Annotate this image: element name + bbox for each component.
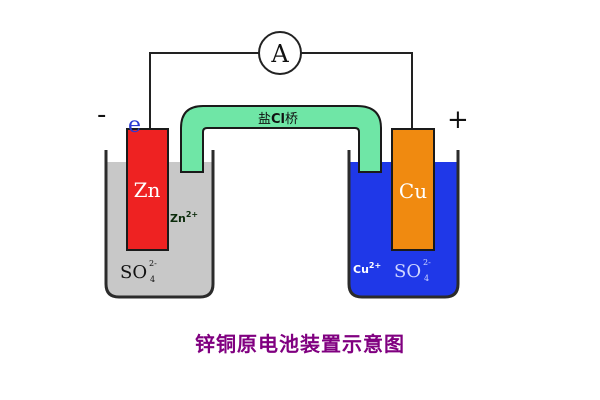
- negative-sign: -: [97, 100, 106, 130]
- left-sulfate-sup: 2-: [149, 259, 157, 268]
- left-sulfate-symbol: SO: [120, 262, 147, 283]
- copper-electrode-label: Cu: [399, 179, 427, 203]
- ammeter-label: A: [270, 40, 289, 68]
- left-sulfate-sub: 4: [150, 275, 155, 284]
- zinc-ion-charge: 2+: [186, 210, 198, 219]
- left-sulfate-label: SO: [120, 262, 147, 283]
- zinc-electrode-label: Zn: [134, 178, 161, 202]
- right-beaker: [347, 150, 460, 299]
- zinc-electrode: [126, 128, 169, 251]
- salt-bridge-label-suffix: 桥: [285, 112, 298, 127]
- copper-ion-charge: 2+: [369, 261, 381, 270]
- diagram-caption: 锌铜原电池装置示意图: [195, 332, 405, 356]
- copper-ion-symbol: Cu: [353, 263, 369, 276]
- electron-label: e: [128, 113, 141, 138]
- left-beaker: [104, 150, 215, 299]
- salt-bridge-label-prefix: 盐: [258, 112, 271, 127]
- right-sulfate-sub: 4: [424, 274, 429, 283]
- right-sulfate-symbol: SO: [394, 261, 421, 282]
- wire-right: [300, 52, 413, 130]
- salt-bridge: [180, 105, 382, 173]
- right-sulfate-label: SO: [394, 261, 421, 282]
- wire-left: [149, 52, 260, 130]
- positive-sign: +: [447, 105, 469, 135]
- right-sulfate-sup: 2-: [423, 258, 431, 267]
- ammeter-icon: [258, 31, 302, 75]
- zinc-ion-label: Zn2+: [170, 210, 198, 225]
- copper-electrode: [391, 128, 435, 251]
- zinc-ion-symbol: Zn: [170, 212, 186, 225]
- salt-bridge-cl: Cl: [271, 112, 285, 127]
- salt-bridge-label: 盐Cl桥: [258, 112, 298, 127]
- copper-ion-label: Cu2+: [353, 261, 381, 276]
